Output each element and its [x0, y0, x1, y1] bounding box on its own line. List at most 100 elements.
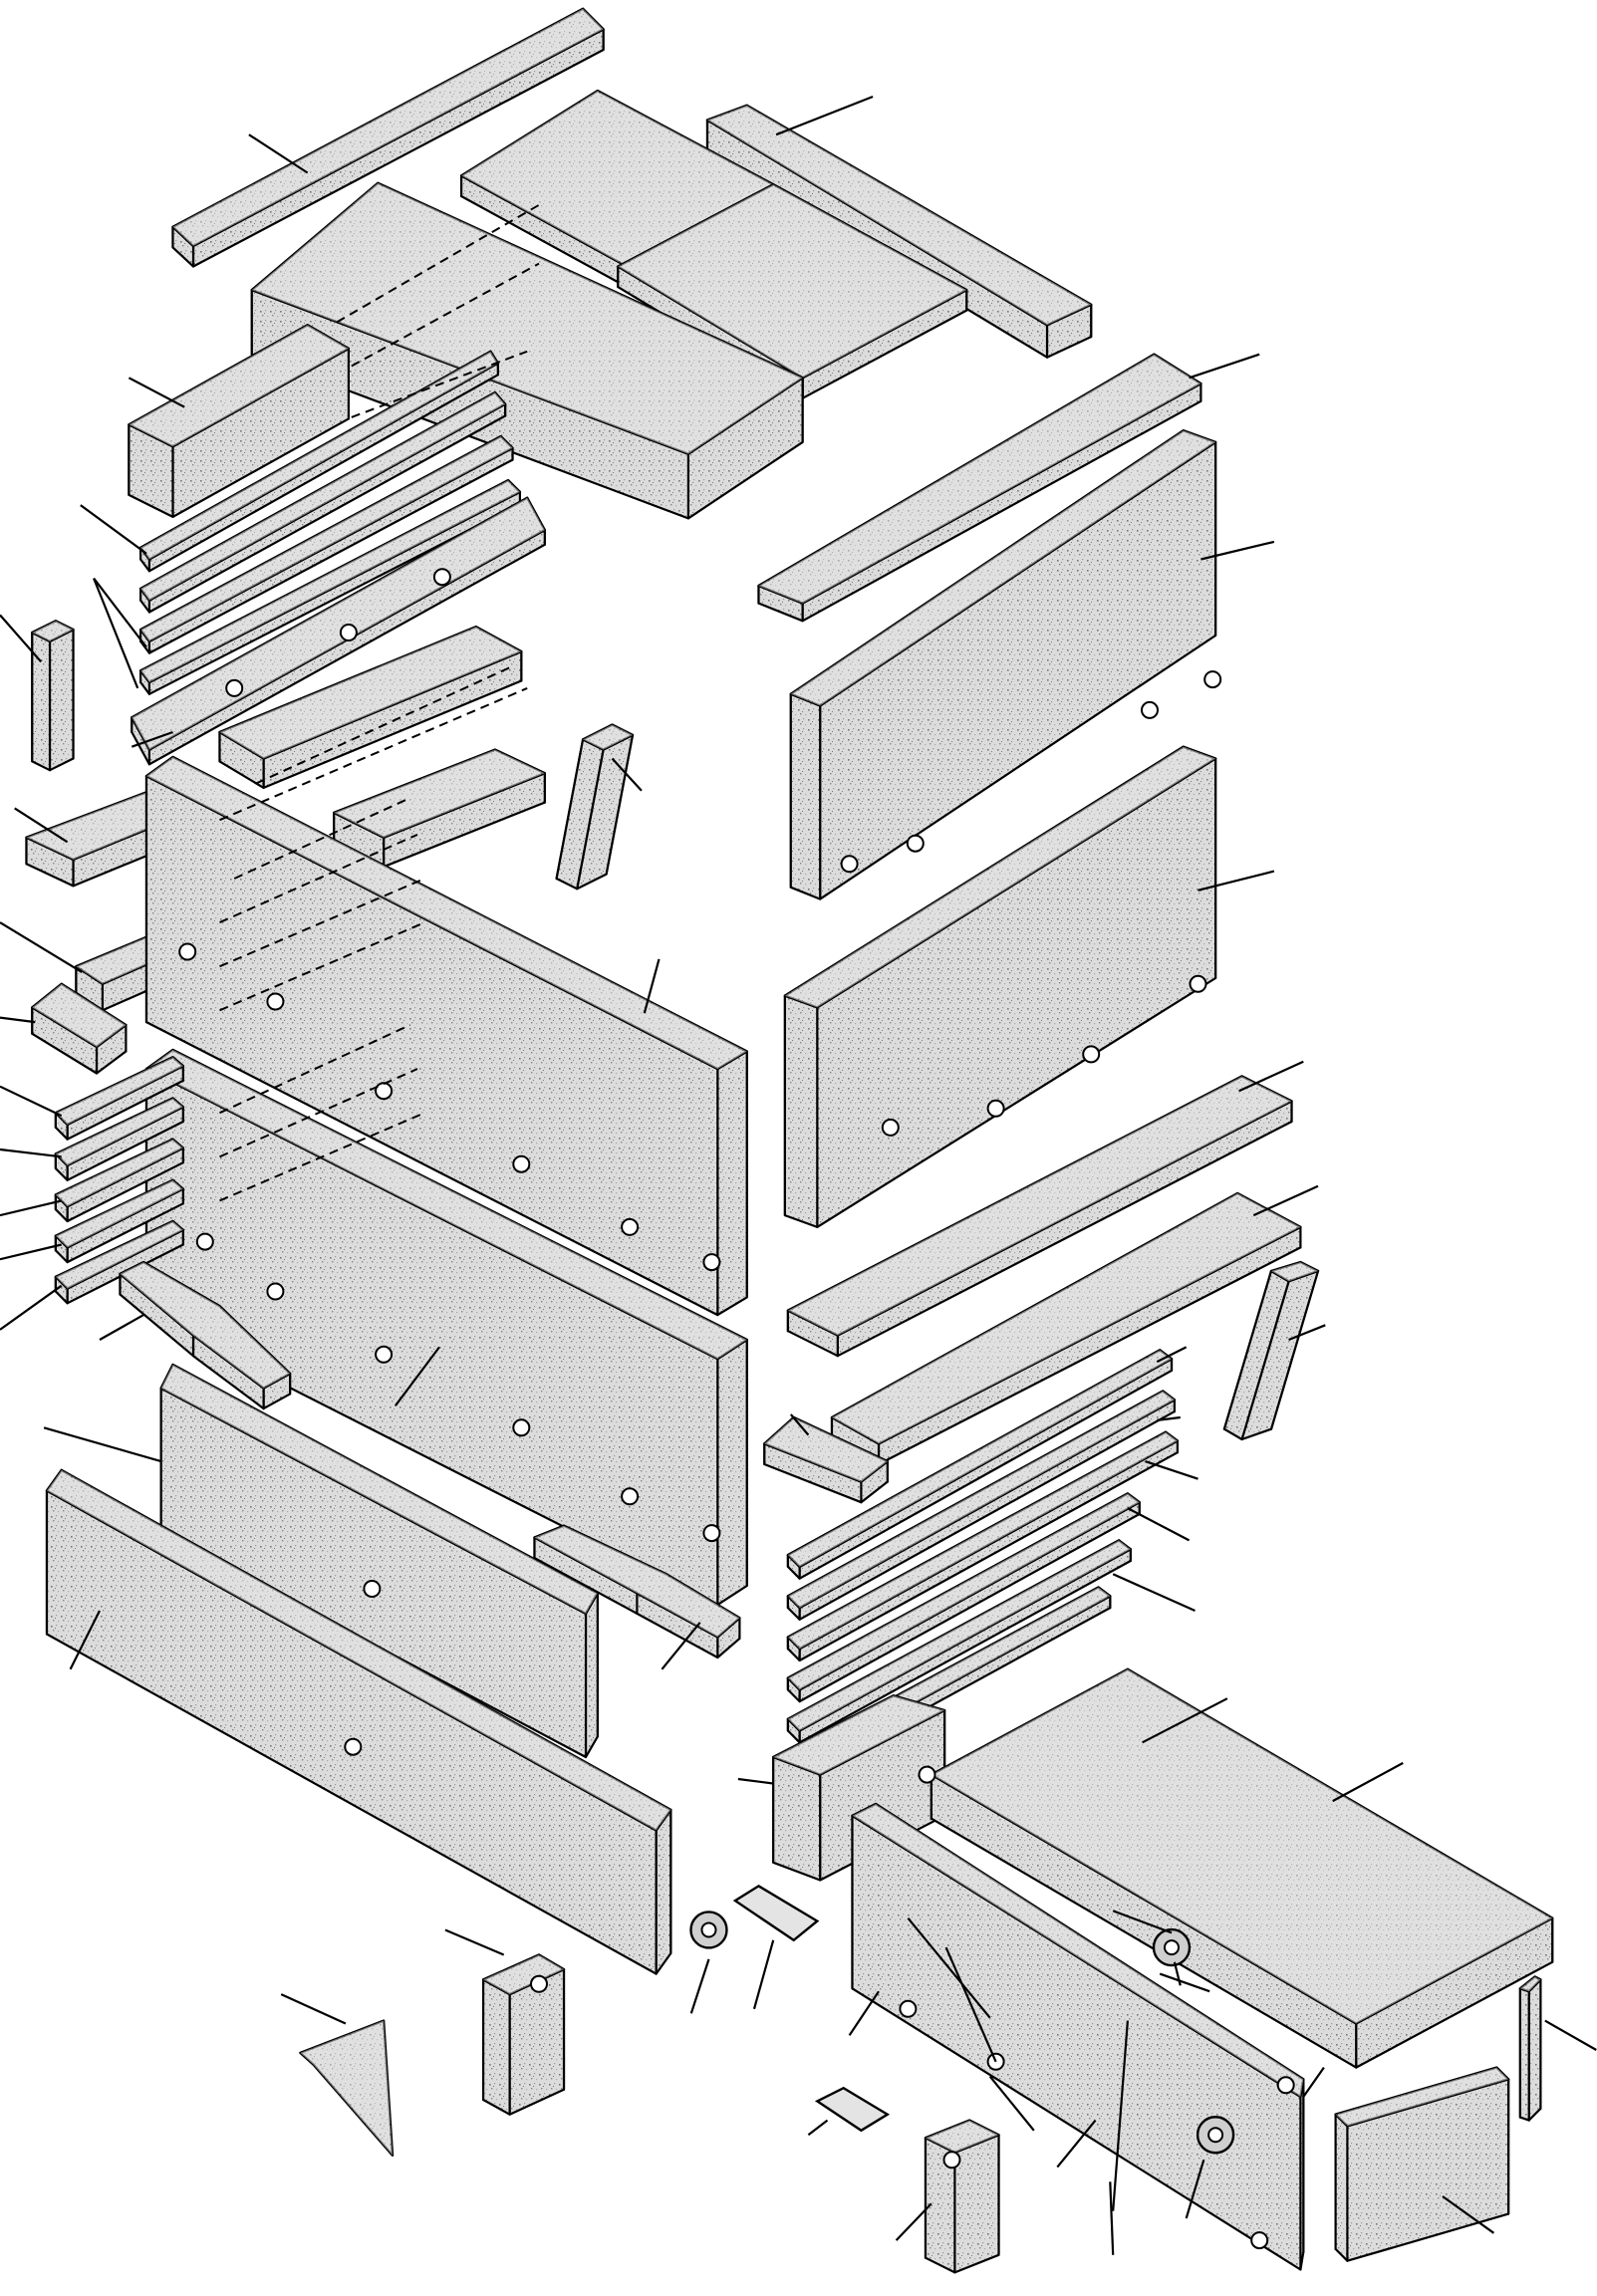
lower-back-panel-texture: [160, 1365, 598, 1614]
post-mid-texture: [583, 724, 633, 750]
right-post: [1222, 1260, 1320, 1441]
leader-line-27: [789, 1413, 810, 1436]
bolt-hole-22: [1189, 974, 1207, 993]
right-wedge-texture: [764, 1417, 888, 1482]
leader-line-41: [280, 1993, 347, 2025]
bolt-hole-13: [339, 624, 358, 641]
nut-1: [1152, 1927, 1192, 1967]
right-shelf-2-texture: [832, 1193, 1301, 1444]
bolt-hole-9: [512, 1418, 531, 1437]
small-wedge: [31, 982, 128, 1075]
top-center-tile-back: [459, 89, 775, 289]
bolt-hole-19: [881, 1118, 900, 1137]
leader-line-18: [0, 1199, 62, 1217]
bottom-right-post: [1518, 1975, 1542, 2122]
right-angle-piece: [533, 1524, 741, 1659]
top-rail-right: [705, 104, 1093, 359]
leader-line-33: [69, 1610, 101, 1670]
leader-line-25: [43, 1426, 162, 1463]
right-wedge: [763, 1415, 889, 1504]
hidden-edge-7: [219, 1068, 418, 1158]
fin-5: [786, 1539, 1133, 1744]
top-center-tile-front-texture: [618, 184, 967, 379]
fin-3-texture: [787, 1431, 1178, 1650]
wedge-tall-low: [924, 2119, 1000, 2274]
leader-line-7: [93, 578, 139, 689]
left-angle-piece: [119, 1260, 292, 1410]
hidden-edge-4: [219, 878, 425, 968]
right-post-texture: [1271, 1262, 1318, 1282]
bolt-hole-14: [225, 678, 244, 697]
bolt-hole-6: [195, 1232, 214, 1251]
bar-1: [138, 350, 499, 573]
leader-line-10: [611, 757, 643, 792]
right-angle-piece-texture: [534, 1525, 740, 1638]
clip-plate-0: [732, 1884, 820, 1942]
mid-left-slab-texture: [219, 627, 522, 759]
leader-line-22: [1252, 1184, 1319, 1217]
leader-line-17: [0, 1148, 62, 1158]
right-panel-upper-face-3: [789, 692, 822, 900]
leader-line-34: [661, 1622, 701, 1670]
fin-4-texture: [787, 1493, 1140, 1690]
left-bar-5: [54, 1219, 185, 1305]
fin-5-texture: [787, 1540, 1131, 1731]
leader-line-47: [944, 1946, 997, 2063]
leader-line-50: [1185, 2159, 1205, 2219]
top-rail-left-texture: [172, 8, 604, 246]
main-panel-upper: [144, 755, 748, 1317]
bolt-hole-17: [1141, 700, 1159, 719]
leader-line-52: [1442, 2195, 1495, 2234]
wedge-tall-mid-face-3: [482, 1978, 511, 2116]
right-panel-upper-texture: [790, 430, 1216, 706]
small-post-left: [31, 620, 75, 772]
leader-line-1: [775, 95, 874, 136]
nut-hole-1: [1164, 1939, 1180, 1956]
left-bar-4: [54, 1178, 185, 1264]
leader-line-0: [248, 133, 309, 174]
top-center-tile-back-texture: [461, 91, 774, 267]
bolt-hole-18: [1203, 670, 1222, 689]
bar-3-texture: [140, 436, 513, 641]
leader-line-32: [1112, 1573, 1196, 1613]
bolt-hole-1: [266, 992, 285, 1011]
corner-block: [1334, 2066, 1510, 2262]
bar-3: [138, 434, 514, 654]
leader-line-26: [395, 1346, 440, 1406]
parts-group: [25, 7, 1554, 2274]
left-bar-1: [54, 1056, 185, 1141]
nut-2: [1196, 2116, 1235, 2155]
fin-3: [786, 1430, 1180, 1662]
hidden-edge-11: [351, 350, 528, 418]
bottom-right-post-face-3: [1518, 1987, 1530, 2122]
main-panel-upper-texture: [146, 757, 747, 1070]
hidden-edge-1: [219, 686, 528, 822]
leader-line-21: [1238, 1060, 1304, 1093]
leader-line-55: [1173, 1961, 1182, 1986]
bolt-hole-25: [530, 1974, 548, 1993]
bolt-hole-5: [702, 1253, 721, 1272]
leader-line-23: [99, 1314, 144, 1341]
hidden-edge-6: [219, 1024, 411, 1115]
bar-1-texture: [140, 351, 498, 560]
bottom-right-slab-texture: [931, 1668, 1553, 2024]
right-top-rail-texture: [758, 354, 1201, 604]
lower-front-panel-texture: [47, 1469, 671, 1831]
bolt-hole-7: [266, 1282, 285, 1301]
leader-line-19: [0, 1243, 62, 1261]
hidden-edge-2: [233, 797, 411, 880]
fin-2-texture: [787, 1391, 1175, 1609]
lower-front-panel: [45, 1468, 672, 1975]
leader-line-54: [1302, 2066, 1325, 2098]
right-panel-lower-texture: [784, 746, 1216, 1008]
bolt-hole-11: [702, 1524, 721, 1543]
wedge-tall-low-face-2: [953, 2134, 1000, 2274]
bolt-hole-0: [178, 942, 197, 961]
base-front-block-face-3: [772, 1755, 822, 1882]
leader-line-35: [1142, 1697, 1228, 1744]
right-shelf-1: [786, 1075, 1293, 1358]
fin-1-texture: [787, 1350, 1172, 1567]
wedge-lower-left: [299, 2019, 395, 2158]
leader-line-56: [907, 1917, 991, 2019]
